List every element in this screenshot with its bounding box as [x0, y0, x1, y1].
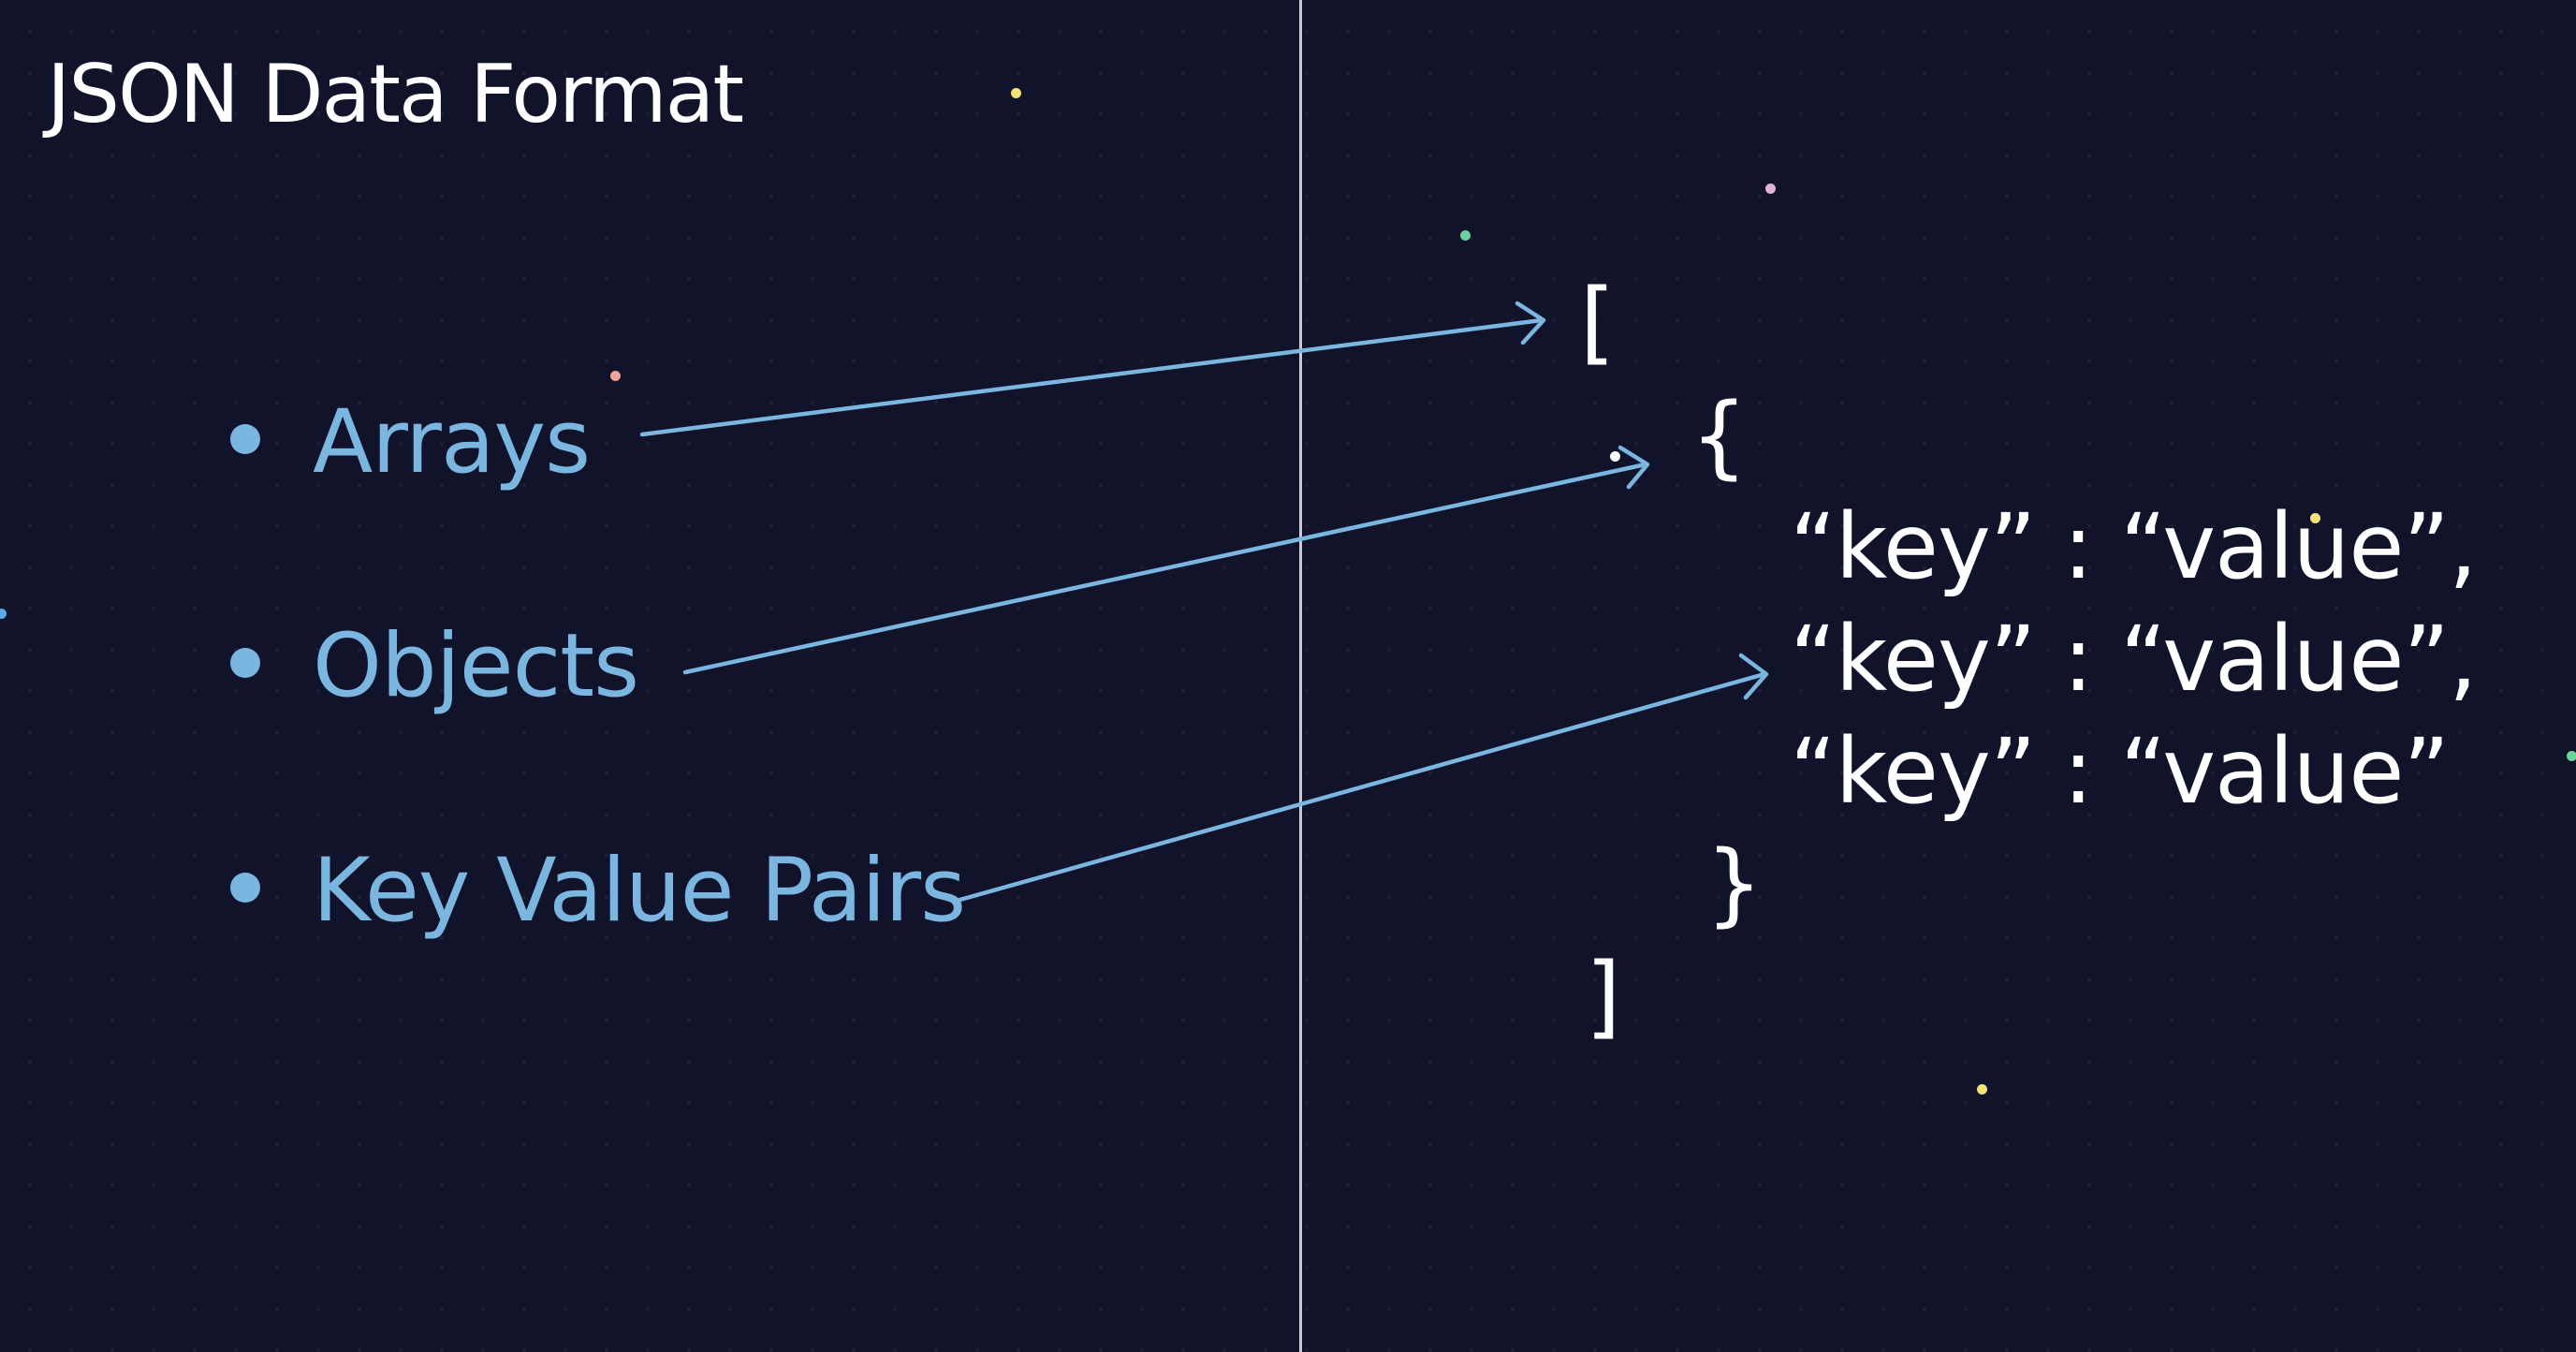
json-open-brace: { [1690, 384, 1748, 489]
slide-title: JSON Data Format [47, 48, 744, 141]
sparkle-dot-icon [1460, 230, 1471, 241]
json-pair-line: “key” : “value” [1790, 719, 2450, 824]
bullet-dot-icon [230, 424, 260, 454]
json-pair-line: “key” : “value”, [1790, 607, 2478, 712]
vertical-divider [1299, 0, 1302, 1352]
arrowhead-icon [1738, 653, 1769, 700]
sparkle-dot-icon [1011, 88, 1021, 98]
arrow-pairs-to-keys [954, 671, 1767, 904]
arrowhead-icon [1515, 301, 1546, 345]
json-close-brace: } [1705, 831, 1763, 936]
bullet-label-arrays: Arrays [313, 391, 591, 493]
bullet-label-objects: Objects [313, 615, 639, 717]
sparkle-dot-icon [2310, 513, 2320, 523]
sparkle-dot-icon [1977, 1084, 1987, 1095]
sparkle-dot-icon [0, 609, 7, 619]
json-close-bracket: ] [1586, 944, 1620, 1049]
arrow-objects-to-brace [682, 462, 1648, 675]
arrowhead-icon [1617, 445, 1650, 490]
json-open-bracket: [ [1580, 270, 1615, 375]
arrow-arrays-to-bracket [639, 317, 1544, 437]
sparkle-dot-icon [2567, 751, 2576, 761]
bullet-dot-icon [230, 648, 260, 678]
bullet-dot-icon [230, 873, 260, 903]
json-pair-line: “key” : “value”, [1790, 494, 2478, 599]
sparkle-dot-icon [1765, 184, 1776, 194]
sparkle-dot-icon [610, 371, 621, 381]
bullet-label-key-value-pairs: Key Value Pairs [313, 840, 966, 942]
sparkle-dot-icon [1610, 451, 1620, 462]
